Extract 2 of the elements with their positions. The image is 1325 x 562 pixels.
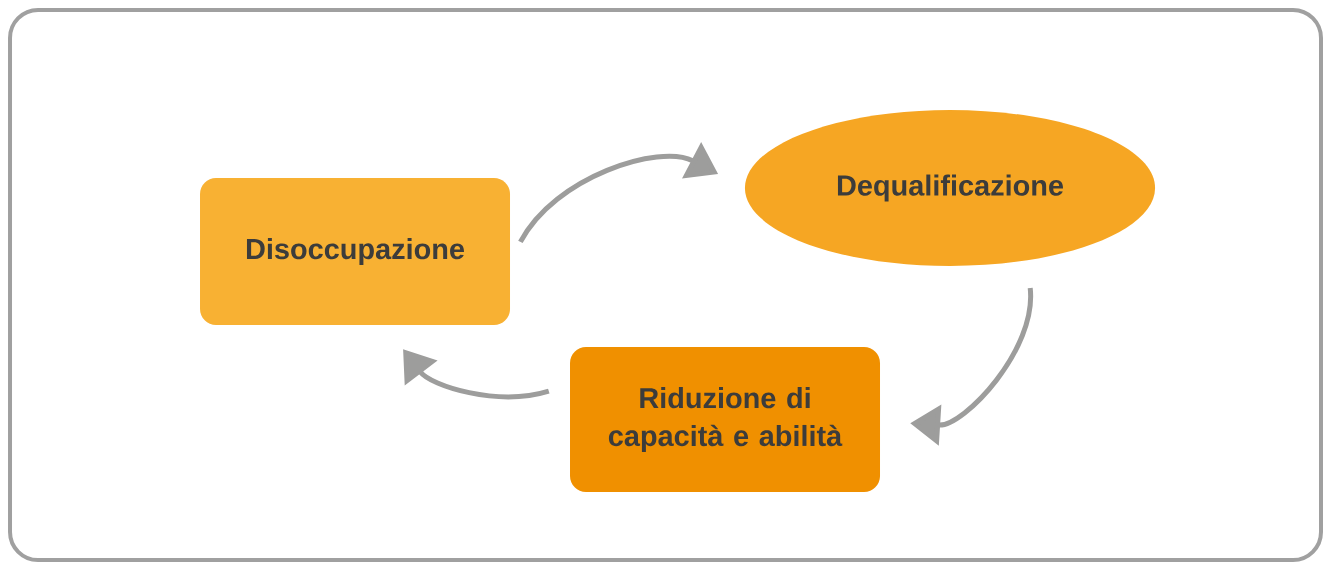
process-box: Riduzione di capacità e abilità — [570, 347, 880, 492]
process-box: Disoccupazione — [200, 178, 510, 325]
